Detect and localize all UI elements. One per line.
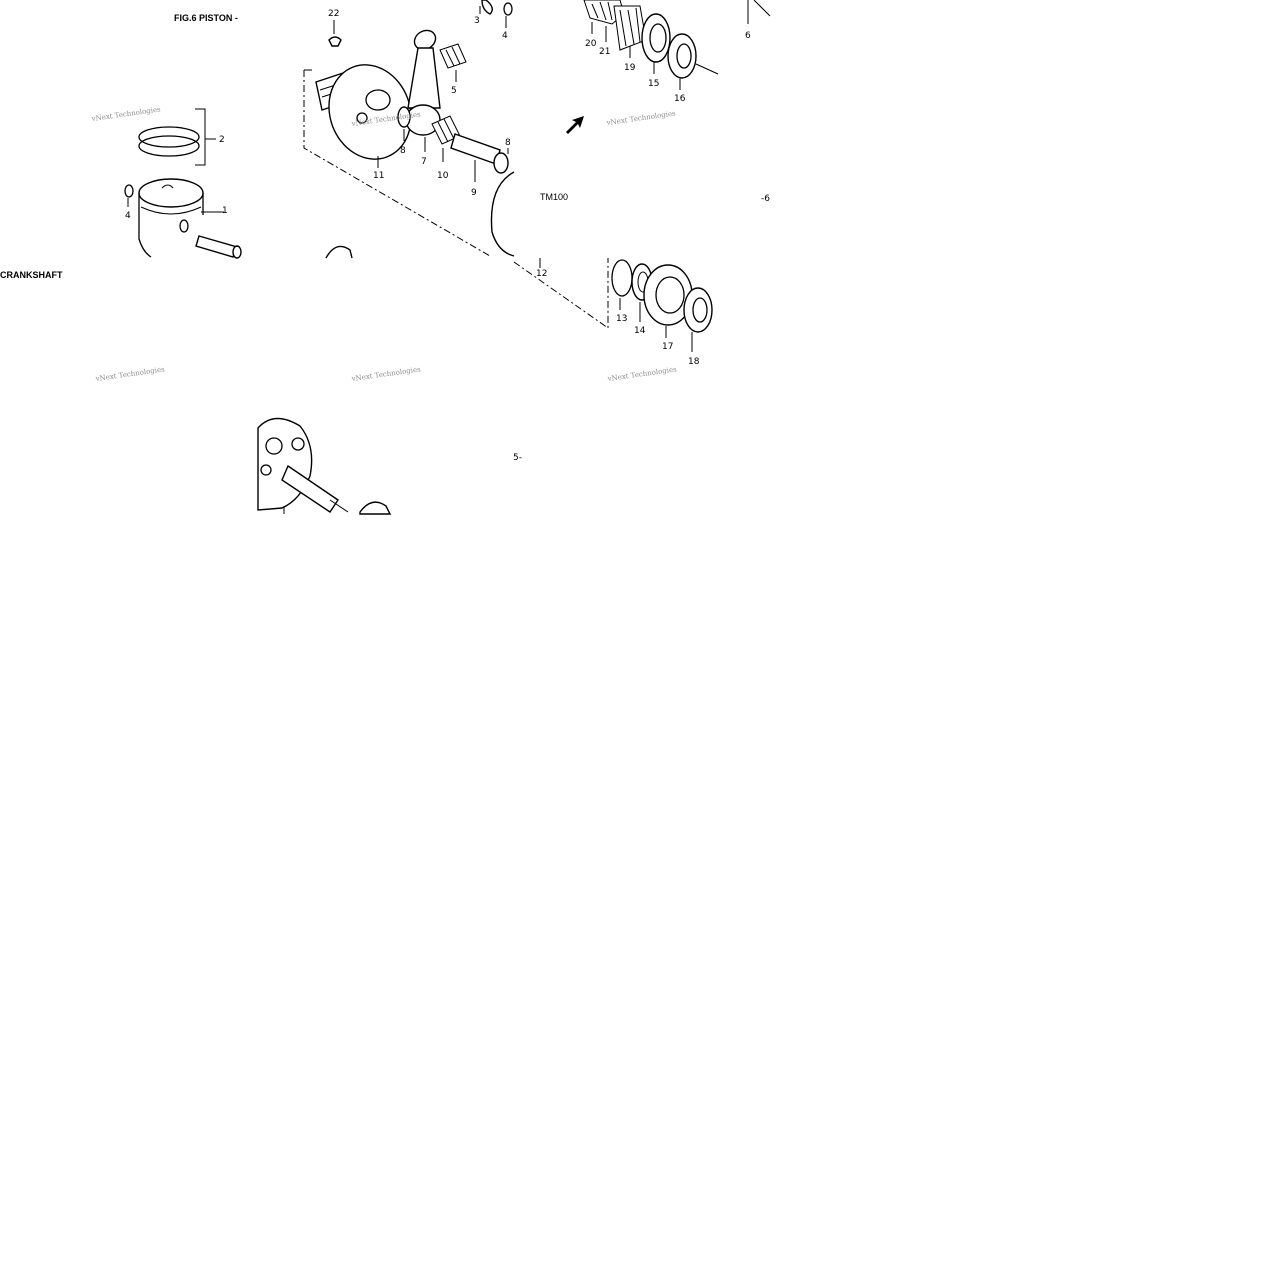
- callout-8b: 8: [505, 138, 511, 148]
- callout-22: 22: [328, 9, 339, 19]
- washer-13-drawing: [611, 259, 633, 297]
- watermark-6: vNext Technologies: [606, 365, 677, 383]
- gear-bearing-panel: 20 21 19 15 16 6 TM100 -6 vNext Technolo…: [540, 0, 771, 204]
- model-label: TM100: [540, 192, 568, 202]
- partial-part-drawing: [325, 245, 353, 259]
- shaft-end-part-drawing: [359, 501, 392, 515]
- oil-seal-18-drawing: [683, 287, 713, 333]
- crankshaft-detail-tile: 5-: [257, 417, 522, 515]
- callout-20: 20: [585, 39, 597, 49]
- callout-3: 3: [474, 16, 480, 26]
- callout-15: 15: [648, 79, 659, 89]
- callout-14: 14: [634, 326, 646, 336]
- thrust-washer-left-drawing: [397, 106, 411, 128]
- right-flywheel-drawing: [490, 171, 515, 257]
- callout-8a: 8: [400, 146, 406, 156]
- callout-5: 5: [451, 86, 457, 96]
- section-title: CRANKSHAFT: [0, 270, 63, 280]
- part-3-drawing: [481, 0, 493, 15]
- callout-19: 19: [624, 63, 636, 73]
- watermark-3: vNext Technologies: [605, 109, 676, 127]
- callout-16: 16: [674, 94, 686, 104]
- callout-12: 12: [536, 269, 547, 279]
- piston-rings-drawing: [138, 108, 216, 166]
- key-drawing: [328, 36, 342, 47]
- piston-drawing: [138, 178, 242, 259]
- crank-web-drawing: [257, 417, 313, 511]
- callout-18: 18: [688, 357, 700, 367]
- crank-shaft-drawing: [281, 464, 339, 513]
- piston-panel: FIG.6 PISTON - 2 1 4 vNext Technolog: [90, 13, 242, 259]
- oil-seal-16-drawing: [667, 33, 697, 79]
- callout-9: 9: [471, 188, 477, 198]
- callout-7: 7: [421, 157, 427, 167]
- tail-mark: 5-: [513, 453, 522, 463]
- callout-11: 11: [373, 171, 384, 181]
- circlip-b-drawing: [503, 2, 513, 16]
- model-suffix: -6: [761, 194, 770, 204]
- callout-21: 21: [599, 47, 610, 57]
- callout-2: 2: [219, 135, 225, 145]
- watermark-1: vNext Technologies: [90, 105, 161, 123]
- front-arrow-icon: [566, 116, 584, 134]
- callout-4a: 4: [125, 211, 131, 221]
- left-flywheel-drawing: [315, 64, 412, 160]
- circlip-drawing: [124, 184, 134, 198]
- gear-drawing: [583, 0, 647, 51]
- figure-title: FIG.6 PISTON -: [174, 13, 238, 23]
- callout-1: 1: [222, 206, 228, 216]
- watermark-5: vNext Technologies: [350, 365, 421, 383]
- callout-13: 13: [616, 314, 627, 324]
- callout-6: 6: [745, 31, 751, 41]
- callout-10: 10: [437, 171, 449, 181]
- callout-17: 17: [662, 342, 673, 352]
- crankshaft-panel: 22 11 5 8 7: [303, 0, 609, 329]
- crank-pin-drawing: [450, 133, 501, 165]
- thrust-washer-right-drawing: [493, 152, 509, 174]
- callout-4b: 4: [502, 31, 508, 41]
- watermark-4: vNext Technologies: [94, 365, 165, 383]
- right-bearing-panel: 12 13 14 17 18: [536, 258, 713, 367]
